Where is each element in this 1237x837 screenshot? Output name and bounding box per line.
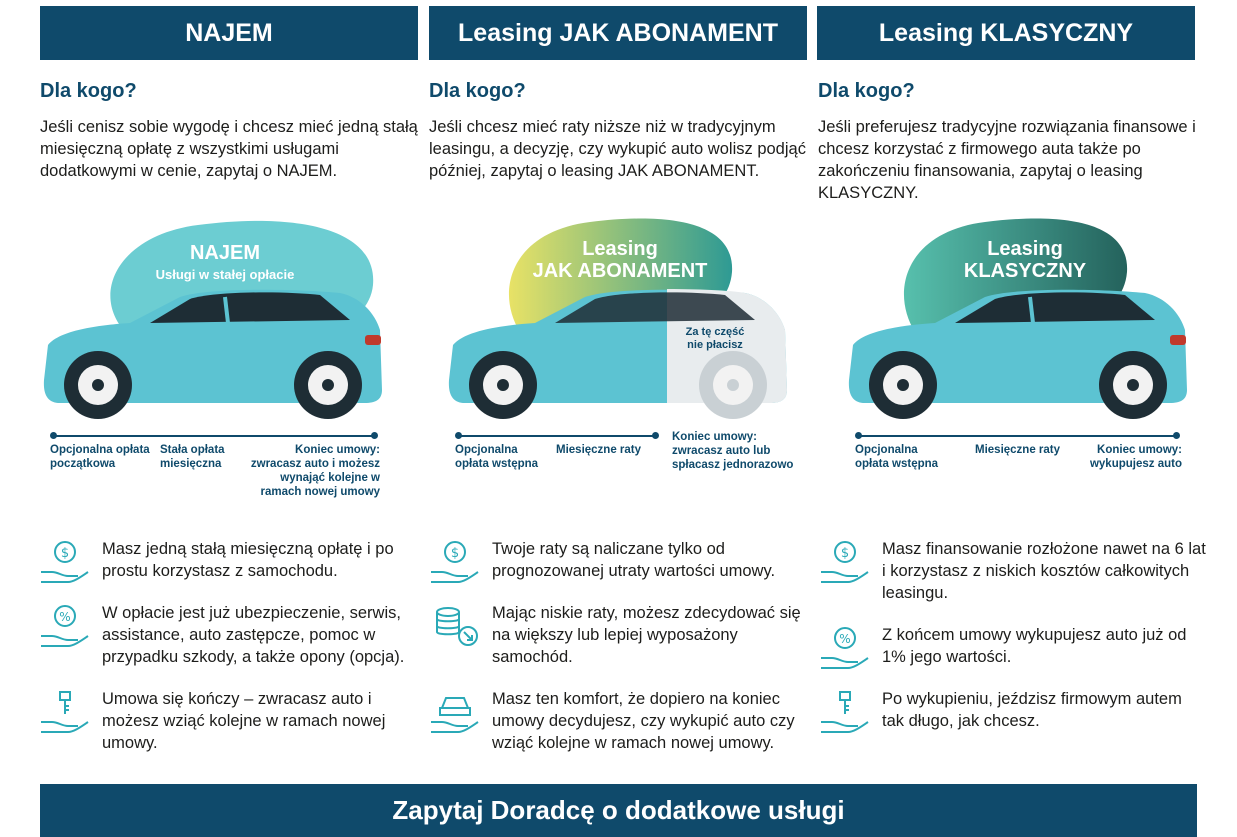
dollar-hand-icon: $ bbox=[821, 541, 869, 583]
badge-title-line1: Leasing bbox=[987, 238, 1063, 260]
badge-title-line2: KLASYCZNY bbox=[963, 260, 1087, 282]
car-illustration bbox=[848, 289, 1187, 419]
badge-title: NAJEM bbox=[189, 242, 260, 264]
percent-hand-icon: % bbox=[821, 627, 869, 669]
question-heading: Dla kogo? bbox=[40, 80, 137, 102]
feature-text: Umowa się kończy – zwracasz auto i możes… bbox=[102, 690, 386, 752]
timeline-middle: Miesięczne raty bbox=[556, 444, 642, 456]
column-header: Leasing JAK ABONAMENT bbox=[429, 6, 807, 60]
timeline-start: Opcjonalna opłata wstępna bbox=[455, 444, 539, 470]
badge-title-line2: JAK ABONAMENT bbox=[532, 260, 708, 282]
timeline-middle: Miesięczne raty bbox=[975, 444, 1061, 456]
feature-text: W opłacie jest już ubezpieczenie, serwis… bbox=[102, 604, 405, 666]
timeline bbox=[855, 432, 1180, 439]
car-hand-icon bbox=[431, 697, 479, 733]
key-hand-icon bbox=[821, 691, 869, 733]
column-header: Leasing KLASYCZNY bbox=[817, 6, 1195, 60]
timeline-start: Opcjonalna opłata początkowa bbox=[50, 444, 150, 470]
timeline bbox=[50, 432, 378, 439]
svg-text:$: $ bbox=[451, 546, 459, 561]
question-heading: Dla kogo? bbox=[818, 80, 915, 102]
column-najem: NAJEM bbox=[40, 6, 418, 60]
svg-text:%: % bbox=[839, 632, 850, 646]
percent-hand-icon: % bbox=[41, 605, 89, 647]
feature-item: % Z końcem umowy wykupujesz auto już od … bbox=[818, 624, 1206, 674]
car-illustration-partial bbox=[448, 289, 787, 419]
feature-item: Po wykupieniu, jeździsz firmowym autem t… bbox=[818, 688, 1206, 738]
footer-banner: Zapytaj Doradcę o dodatkowe usługi bbox=[40, 784, 1197, 837]
timeline-start: Opcjonalna opłata wstępna bbox=[855, 444, 939, 470]
timeline-end: Koniec umowy: wykupujesz auto bbox=[1089, 444, 1182, 470]
feature-text: Masz ten komfort, że dopiero na koniec u… bbox=[492, 690, 795, 752]
column-klasyczny: Leasing KLASYCZNY bbox=[817, 6, 1195, 60]
feature-text: Z końcem umowy wykupujesz auto już od 1%… bbox=[882, 626, 1187, 666]
badge-subtitle: Usługi w stałej opłacie bbox=[155, 267, 295, 282]
description-text: Jeśli chcesz mieć raty niższe niż w trad… bbox=[429, 118, 806, 180]
column-jak-abonament: Leasing JAK ABONAMENT bbox=[429, 6, 807, 60]
feature-text: Mając niskie raty, możesz zdecydować się… bbox=[492, 604, 801, 666]
timeline-end: Koniec umowy: zwracasz auto lub spłacasz… bbox=[672, 431, 794, 471]
feature-item: Masz ten komfort, że dopiero na koniec u… bbox=[428, 688, 813, 754]
badge-title-line1: Leasing bbox=[582, 238, 658, 260]
question-heading: Dla kogo? bbox=[429, 80, 526, 102]
description-text: Jeśli cenisz sobie wygodę i chcesz mieć … bbox=[40, 118, 418, 180]
key-hand-icon bbox=[41, 691, 89, 733]
timeline-end: Koniec umowy: zwracasz auto i możesz wyn… bbox=[250, 444, 380, 498]
car-note: Za tę część nie płacisz bbox=[685, 326, 745, 351]
feature-text: Masz jedną stałą miesięczną opłatę i po … bbox=[102, 540, 394, 580]
dollar-hand-icon: $ bbox=[431, 541, 479, 583]
feature-text: Twoje raty są naliczane tylko od prognoz… bbox=[492, 540, 776, 580]
feature-text: Po wykupieniu, jeździsz firmowym autem t… bbox=[882, 690, 1182, 730]
svg-text:$: $ bbox=[61, 546, 69, 561]
dollar-hand-icon: $ bbox=[41, 541, 89, 583]
timeline bbox=[455, 432, 659, 439]
description-text: Jeśli preferujesz tradycyjne rozwiązania… bbox=[818, 118, 1196, 202]
feature-item: $ Masz jedną stałą miesięczną opłatę i p… bbox=[38, 538, 423, 588]
feature-item: $ Masz finansowanie rozłożone nawet na 6… bbox=[818, 538, 1206, 604]
column-header: NAJEM bbox=[40, 6, 418, 60]
feature-text: Masz finansowanie rozłożone nawet na 6 l… bbox=[882, 540, 1206, 602]
feature-item: % W opłacie jest już ubezpieczenie, serw… bbox=[38, 602, 423, 668]
coins-down-icon bbox=[436, 607, 478, 646]
svg-text:%: % bbox=[59, 610, 70, 624]
timeline-middle: Stała opłata miesięczna bbox=[160, 444, 225, 470]
feature-item: Mając niskie raty, możesz zdecydować się… bbox=[428, 602, 813, 668]
feature-item: $ Twoje raty są naliczane tylko od progn… bbox=[428, 538, 813, 588]
car-illustration bbox=[43, 289, 382, 419]
svg-text:$: $ bbox=[841, 546, 849, 561]
feature-item: Umowa się kończy – zwracasz auto i możes… bbox=[38, 688, 423, 754]
